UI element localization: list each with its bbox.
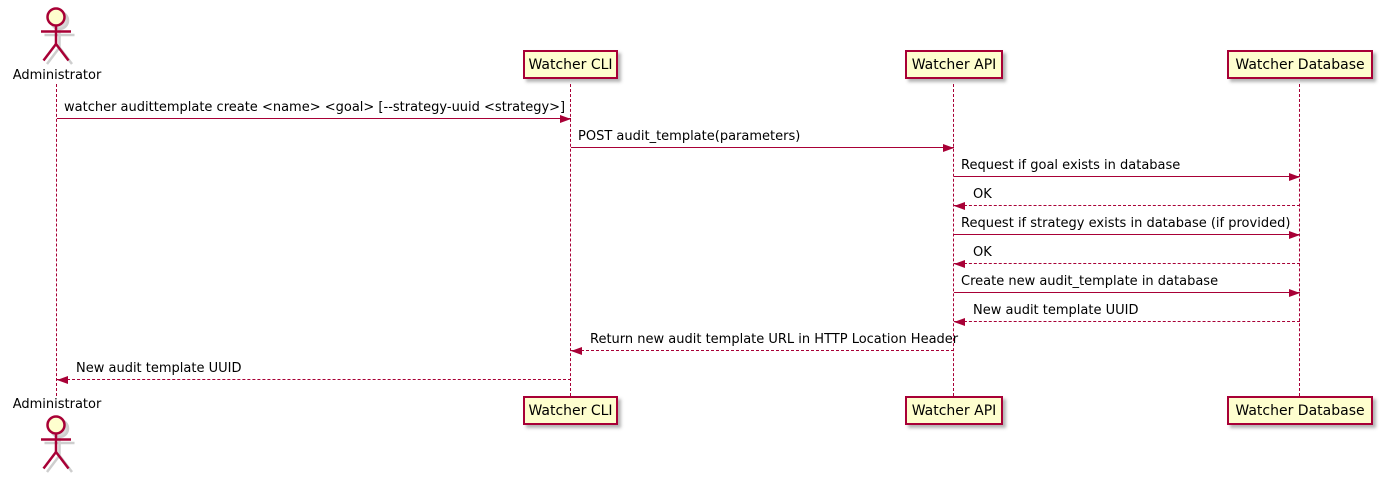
actor-admin-figure-top (31, 6, 83, 66)
message-line-6 (954, 292, 1300, 293)
message-label-3: OK (973, 187, 992, 202)
lifeline-api (953, 84, 954, 396)
message-line-7 (954, 321, 1300, 322)
message-arrowhead-7 (954, 318, 965, 326)
participant-cli-bottom: Watcher CLI (523, 396, 618, 425)
message-arrowhead-9 (57, 376, 68, 384)
participant-api-top: Watcher API (905, 50, 1003, 79)
message-label-0: watcher audittemplate create <name> <goa… (64, 100, 566, 115)
message-arrowhead-3 (954, 202, 965, 210)
message-line-8 (571, 350, 954, 351)
message-arrowhead-2 (1289, 173, 1300, 181)
actor-admin-label-top: Administrator (12, 68, 102, 83)
message-line-9 (57, 379, 571, 380)
message-label-7: New audit template UUID (973, 303, 1139, 318)
actor-admin-label-bottom: Administrator (12, 397, 102, 412)
person-icon (41, 415, 75, 473)
message-label-2: Request if goal exists in database (961, 158, 1181, 173)
message-line-4 (954, 234, 1300, 235)
person-icon (41, 7, 75, 65)
participant-cli-top: Watcher CLI (523, 50, 618, 79)
message-arrowhead-5 (954, 260, 965, 268)
lifeline-admin (56, 84, 57, 396)
message-line-1 (571, 147, 954, 148)
message-arrowhead-0 (560, 115, 571, 123)
message-arrowhead-8 (571, 347, 582, 355)
message-label-8: Return new audit template URL in HTTP Lo… (590, 332, 959, 347)
message-line-5 (954, 263, 1300, 264)
message-label-5: OK (973, 245, 992, 260)
message-line-0 (57, 118, 571, 119)
participant-db-top: Watcher Database (1227, 50, 1373, 79)
lifeline-db (1299, 84, 1300, 396)
message-line-2 (954, 176, 1300, 177)
message-arrowhead-4 (1289, 231, 1300, 239)
message-label-1: POST audit_template(parameters) (578, 129, 801, 144)
message-arrowhead-1 (943, 144, 954, 152)
message-label-9: New audit template UUID (76, 361, 242, 376)
message-label-6: Create new audit_template in database (961, 274, 1219, 289)
lifeline-cli (570, 84, 571, 396)
participant-api-bottom: Watcher API (905, 396, 1003, 425)
participant-db-bottom: Watcher Database (1227, 396, 1373, 425)
message-label-4: Request if strategy exists in database (… (961, 216, 1291, 231)
actor-admin-figure-bottom (31, 414, 83, 474)
message-arrowhead-6 (1289, 289, 1300, 297)
message-line-3 (954, 205, 1300, 206)
